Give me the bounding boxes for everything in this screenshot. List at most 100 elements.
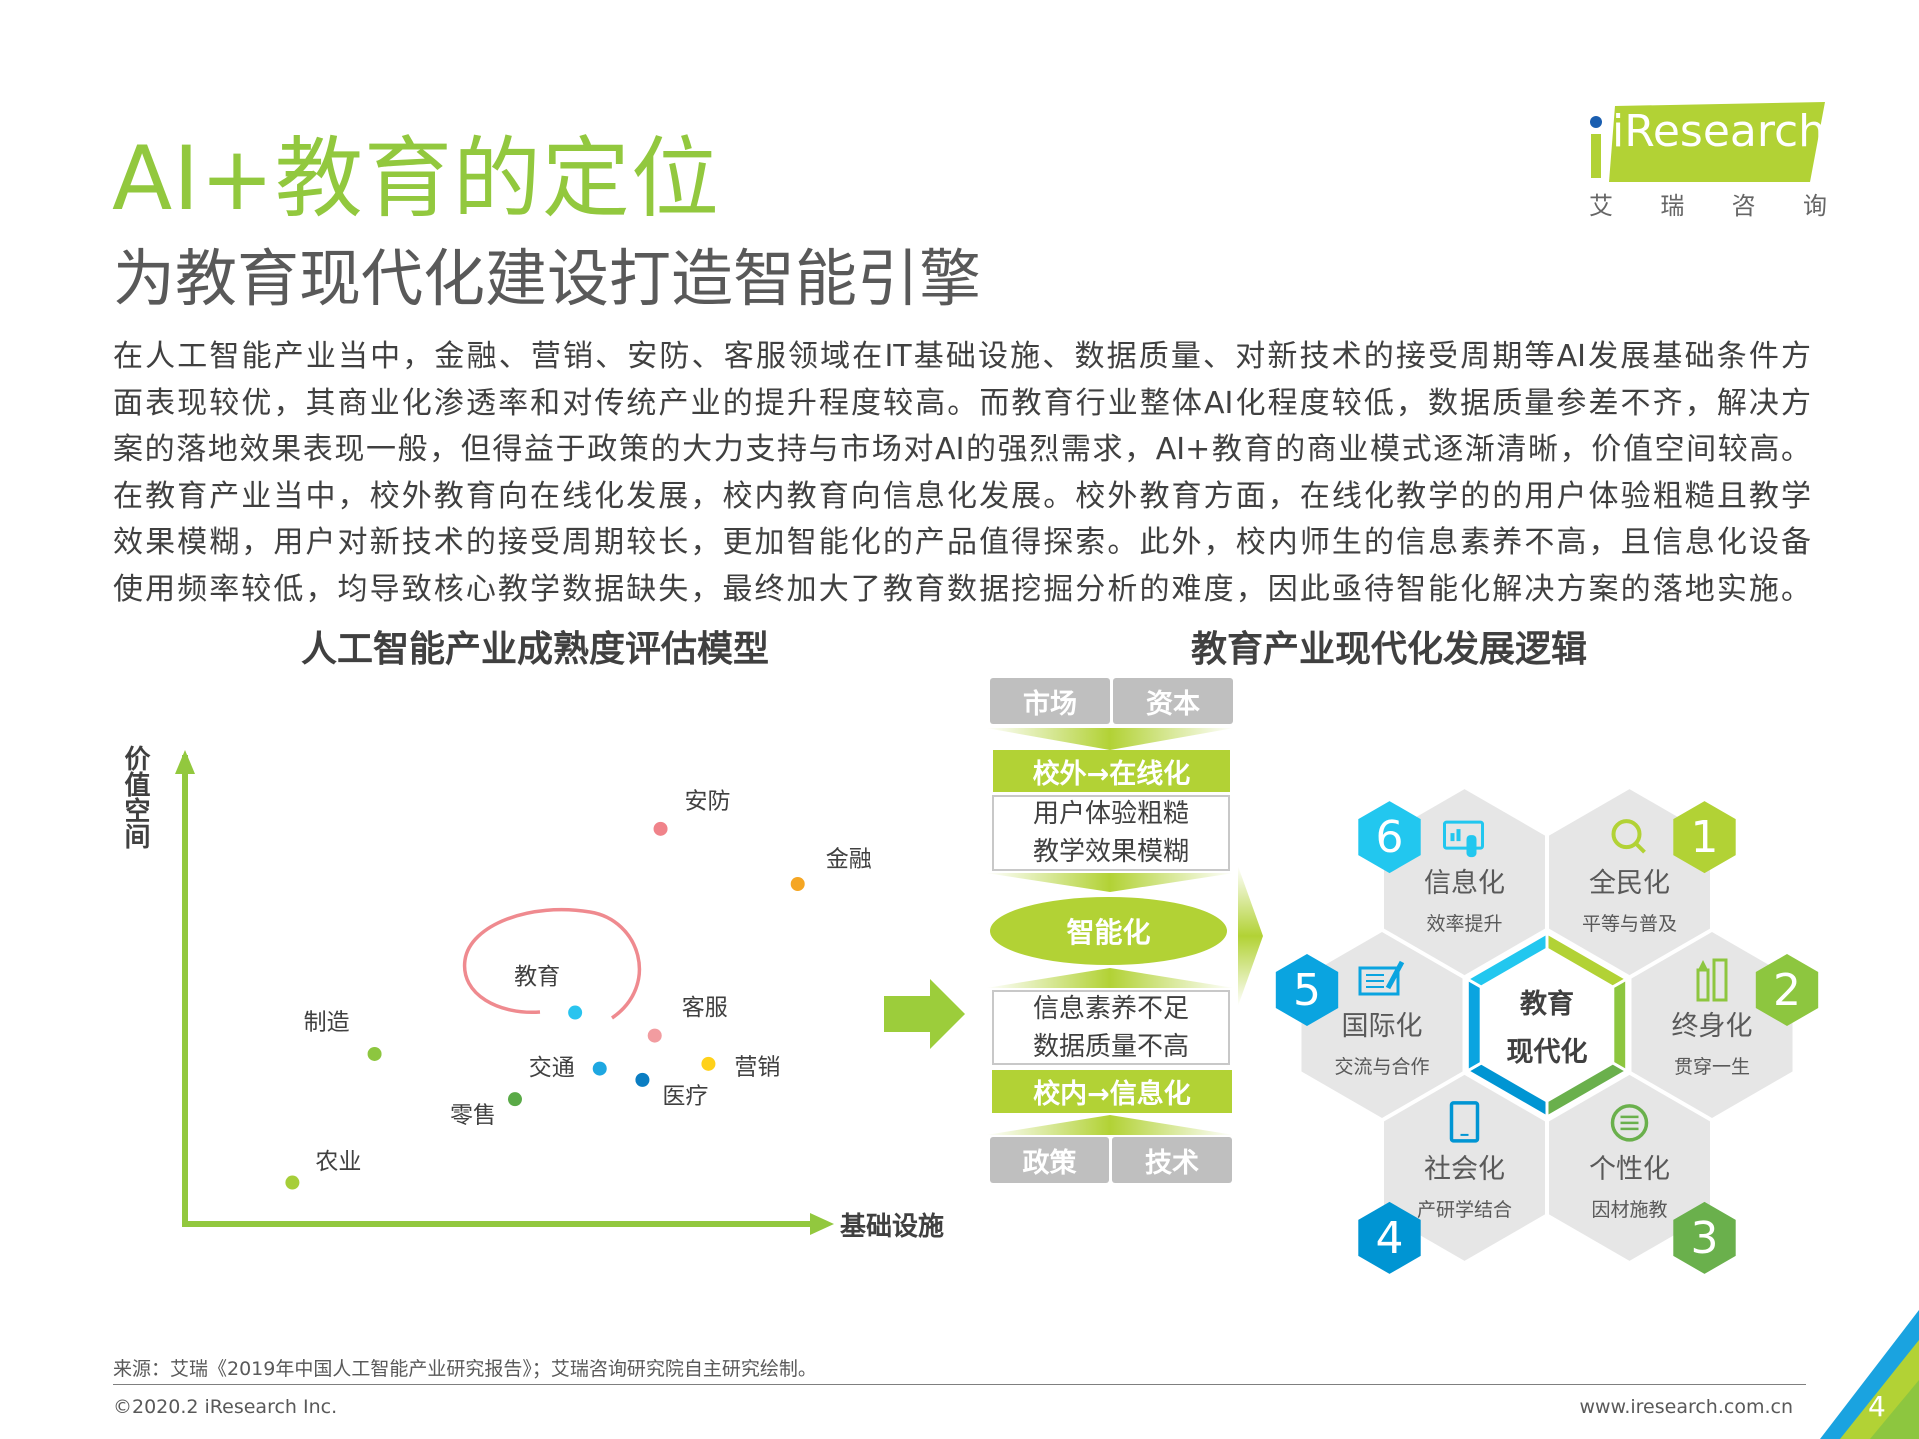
ring-segment xyxy=(1611,976,1629,1074)
logo-banner xyxy=(1609,102,1825,182)
point-label: 零售 xyxy=(450,1103,496,1129)
badge-number: 3 xyxy=(1691,1213,1719,1264)
issue-text: 信息素养不足 xyxy=(1032,993,1189,1024)
hex-个性化 xyxy=(1549,1074,1710,1261)
logic-title: 教育产业现代化发展逻辑 xyxy=(1190,629,1588,670)
y-axis-label: 价值空间 xyxy=(120,745,150,849)
badge-number: 2 xyxy=(1773,965,1801,1016)
tablet-icon xyxy=(1449,1101,1480,1143)
hex-subtitle: 因材施教 xyxy=(1591,1199,1667,1221)
badge-number: 6 xyxy=(1376,812,1404,863)
issue-text: 数据质量不高 xyxy=(1032,1031,1189,1062)
chevron-right-icon xyxy=(1238,866,1263,1006)
point-label: 营销 xyxy=(734,1054,780,1080)
badge-number: 1 xyxy=(1691,812,1719,863)
paragraph-line: 面表现较优，其商业化渗透率和对传统产业的提升程度较高。而教育行业整体AI化程度较… xyxy=(113,385,1811,421)
point-7 xyxy=(635,1072,650,1087)
point-1 xyxy=(790,876,805,891)
hex-tile xyxy=(1384,789,1545,976)
point-4 xyxy=(701,1056,716,1071)
point-9 xyxy=(285,1175,300,1190)
chevron-down-icon xyxy=(986,873,1234,892)
hex-title: 全民化 xyxy=(1589,868,1670,899)
paragraph-line: 在教育产业当中，校外教育向在线化发展，校内教育向信息化发展。校外教育方面，在线化… xyxy=(113,478,1811,514)
ring-segment xyxy=(1465,976,1483,1074)
number-badge: 5 xyxy=(1275,954,1339,1026)
education-modernization-hex: 教育现代化全民化平等与普及1终身化贯穿一生2个性化因材施教3社会化产研学结合4国… xyxy=(1275,789,1819,1274)
paragraph-line: 效果模糊，用户对新技术的接受周期较长，更加智能化的产品值得探索。此外，校内师生的… xyxy=(113,525,1811,560)
hex-title: 信息化 xyxy=(1424,868,1505,899)
hex-国际化 xyxy=(1301,932,1463,1118)
website-link[interactable]: www.iresearch.com.cn xyxy=(1579,1396,1793,1418)
point-label: 金融 xyxy=(826,846,872,872)
source-note: 来源：艾瑞《2019年中国人工智能产业研究报告》；艾瑞咨询研究院自主研究绘制。 xyxy=(113,1358,817,1380)
point-8 xyxy=(507,1092,522,1107)
intro-paragraph: 在人工智能产业当中，金融、营销、安防、客服领域在IT基础设施、数据质量、对新技术… xyxy=(113,334,1811,613)
hex-tile xyxy=(1631,932,1793,1118)
market-box: 市场 xyxy=(990,678,1110,724)
hex-tile xyxy=(1549,1074,1710,1261)
badge-number: 5 xyxy=(1293,965,1321,1016)
paragraph-line: 案的落地效果表现一般，但得益于政策的大力支持与市场对AI的强烈需求，AI+教育的… xyxy=(113,432,1811,467)
logo-i-stem xyxy=(1591,134,1601,178)
point-2 xyxy=(568,1005,583,1020)
point-label: 交通 xyxy=(529,1055,575,1081)
chevron-up-icon xyxy=(986,1115,1234,1135)
hex-subtitle: 平等与普及 xyxy=(1582,913,1677,935)
hex-title: 终身化 xyxy=(1672,1011,1753,1042)
outside-online-bar: 校外→在线化 xyxy=(993,750,1230,792)
certificate-pen-icon xyxy=(1358,960,1405,996)
logo-char: 艾 xyxy=(1589,192,1613,220)
number-badge: 1 xyxy=(1673,801,1736,874)
point-label: 安防 xyxy=(685,788,731,814)
paragraph-line: 在人工智能产业当中，金融、营销、安防、客服领域在IT基础设施、数据质量、对新技术… xyxy=(113,339,1811,374)
hex-title: 个性化 xyxy=(1589,1154,1670,1185)
number-badge: 6 xyxy=(1358,801,1421,874)
chevron-down-icon xyxy=(986,728,1234,750)
point-label: 教育 xyxy=(514,964,560,990)
point-label: 制造 xyxy=(304,1009,350,1035)
magnifier-icon xyxy=(1611,819,1646,854)
highlight-circle xyxy=(462,907,641,1020)
inside-info-bar: 校内→信息化 xyxy=(992,1070,1232,1113)
footer-divider xyxy=(113,1384,1806,1385)
iresearch-logo xyxy=(1590,102,1825,182)
hex-title: 社会化 xyxy=(1424,1154,1505,1185)
copyright: ©2020.2 iResearch Inc. xyxy=(113,1396,338,1418)
chat-bubble-icon xyxy=(1610,1104,1649,1142)
pencil-ruler-icon xyxy=(1696,958,1728,1002)
point-6 xyxy=(592,1061,607,1076)
page-subtitle: 为教育现代化建设打造智能引擎 xyxy=(113,242,982,315)
capital-box: 资本 xyxy=(1113,678,1233,724)
point-label: 医疗 xyxy=(662,1083,708,1109)
right-arrow-icon xyxy=(884,979,965,1049)
intelligent-ellipse: 智能化 xyxy=(990,897,1227,965)
logic-chevrons xyxy=(986,728,1263,1135)
logo-i-dot xyxy=(1590,116,1602,128)
paragraph-line: 使用频率较低，均导致核心教学数据缺失，最终加大了教育数据挖掘分析的难度，因此亟待… xyxy=(113,571,1811,607)
hex-信息化 xyxy=(1384,789,1545,976)
hex-subtitle: 效率提升 xyxy=(1426,913,1502,935)
point-0 xyxy=(653,821,668,836)
badge-number: 4 xyxy=(1376,1213,1404,1264)
logo-char: 瑞 xyxy=(1660,192,1685,220)
hex-终身化 xyxy=(1631,932,1793,1118)
outside-issues-box: 用户体验粗糙 教学效果模糊 xyxy=(992,795,1230,871)
scatter-title: 人工智能产业成熟度评估模型 xyxy=(300,629,770,670)
number-badge: 2 xyxy=(1755,954,1819,1026)
technology-box: 技术 xyxy=(1112,1137,1232,1183)
point-5 xyxy=(367,1046,382,1061)
hex-社会化 xyxy=(1384,1074,1545,1261)
point-label: 农业 xyxy=(315,1149,361,1175)
inside-issues-box: 信息素养不足 数据质量不高 xyxy=(992,990,1230,1065)
page-title: AI+教育的定位 xyxy=(112,127,720,230)
policy-box: 政策 xyxy=(990,1137,1109,1183)
hex-tile xyxy=(1549,789,1710,976)
y-axis-arrow-icon xyxy=(175,750,195,774)
hex-tile xyxy=(1384,1074,1545,1261)
x-axis-label: 基础设施 xyxy=(840,1211,944,1242)
point-3 xyxy=(647,1028,662,1043)
number-badge: 3 xyxy=(1673,1201,1736,1274)
center-label: 教育 xyxy=(1520,988,1574,1020)
logo-text: iResearch xyxy=(1612,106,1827,157)
